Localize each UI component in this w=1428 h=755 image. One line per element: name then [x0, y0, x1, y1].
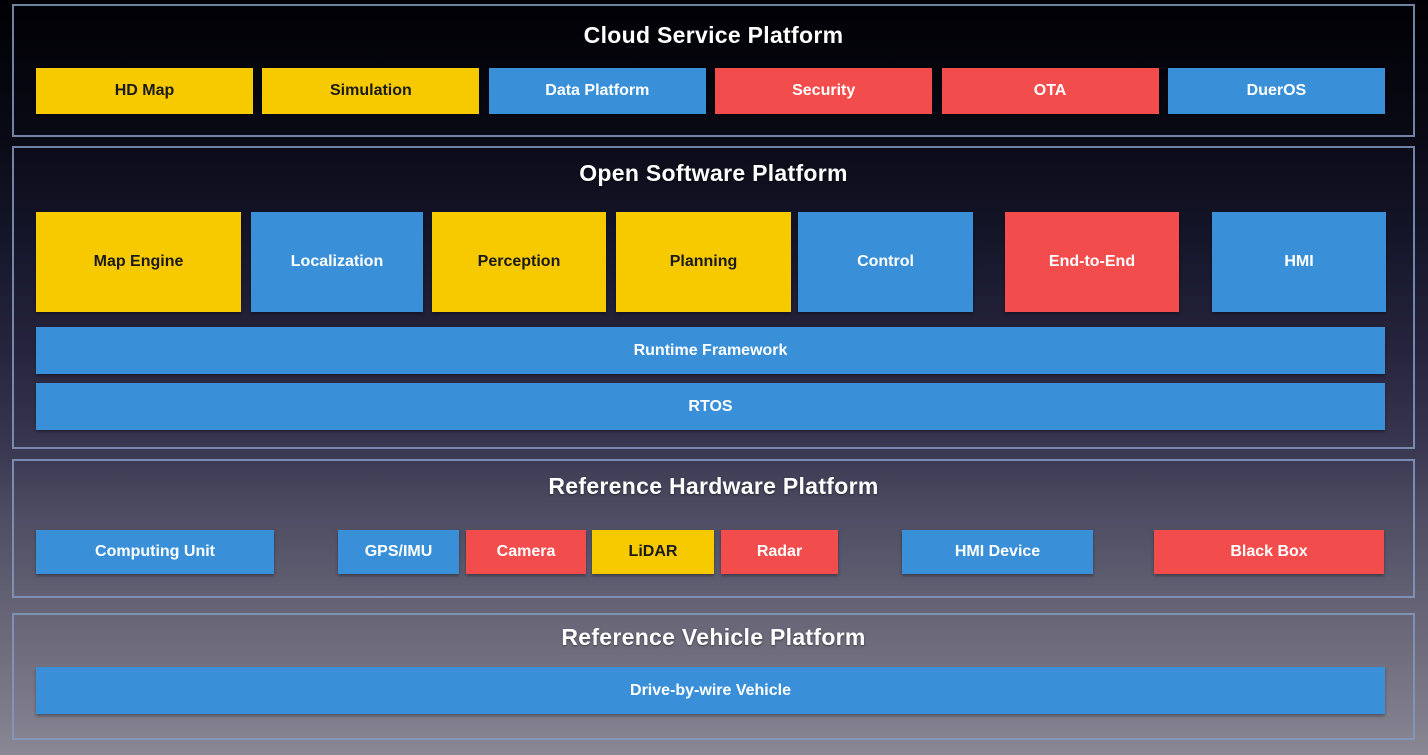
module-box-end-to-end: End-to-End [1005, 212, 1179, 312]
vehicle-section-title: Reference Vehicle Platform [561, 624, 866, 650]
open-software-platform-section: Open Software Platform Map Engine Locali… [12, 146, 1415, 449]
module-box-control: Control [798, 212, 973, 312]
hardware-section-title: Reference Hardware Platform [548, 473, 879, 499]
module-box-perception: Perception [432, 212, 606, 312]
hardware-devices-row: Computing Unit GPS/IMU Camera LiDAR Rada… [36, 530, 1385, 574]
hardware-box-camera: Camera [466, 530, 586, 574]
drive-by-wire-vehicle-bar: Drive-by-wire Vehicle [36, 667, 1385, 714]
cloud-box-dueros: DuerOS [1167, 68, 1385, 114]
cloud-box-security: Security [715, 68, 933, 114]
hardware-box-black-box: Black Box [1154, 530, 1384, 574]
hardware-box-radar: Radar [721, 530, 838, 574]
reference-hardware-platform-section: Reference Hardware Platform Computing Un… [12, 459, 1415, 598]
cloud-services-row: HD Map Simulation Data Platform Security… [36, 68, 1385, 114]
software-modules-row: Map Engine Localization Perception Plann… [36, 212, 1386, 312]
cloud-box-data-platform: Data Platform [488, 68, 706, 114]
cloud-box-ota: OTA [941, 68, 1159, 114]
cloud-box-hd-map: HD Map [36, 68, 253, 114]
module-box-map-engine: Map Engine [36, 212, 241, 312]
module-box-planning: Planning [616, 212, 791, 312]
reference-vehicle-platform-section: Reference Vehicle Platform Drive-by-wire… [12, 613, 1415, 740]
hardware-box-lidar: LiDAR [592, 530, 714, 574]
runtime-framework-bar: Runtime Framework [36, 327, 1385, 374]
hardware-box-gps-imu: GPS/IMU [338, 530, 459, 574]
rtos-bar: RTOS [36, 383, 1385, 430]
cloud-box-simulation: Simulation [262, 68, 480, 114]
software-section-title: Open Software Platform [579, 160, 848, 186]
hardware-box-hmi-device: HMI Device [902, 530, 1093, 574]
cloud-section-title: Cloud Service Platform [583, 22, 844, 48]
cloud-service-platform-section: Cloud Service Platform HD Map Simulation… [12, 4, 1415, 137]
hardware-box-computing-unit: Computing Unit [36, 530, 274, 574]
module-box-hmi: HMI [1212, 212, 1386, 312]
module-box-localization: Localization [251, 212, 423, 312]
